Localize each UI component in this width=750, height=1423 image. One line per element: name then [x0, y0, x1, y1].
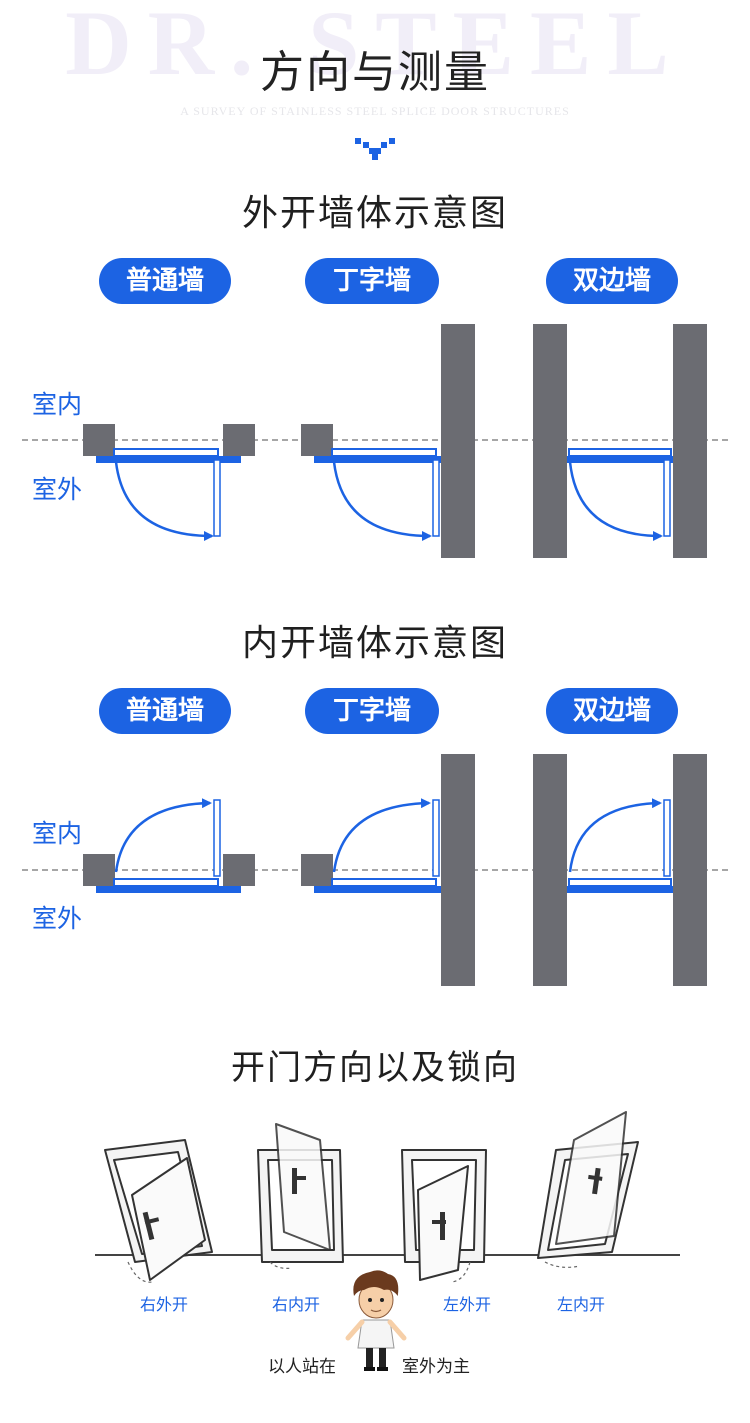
wall-column — [533, 324, 567, 558]
door-leaf — [568, 448, 672, 457]
door-left-inward — [537, 1111, 639, 1268]
door-open — [663, 799, 671, 877]
door-open — [432, 799, 440, 877]
brand-watermark: DR. STEEL — [65, 0, 685, 94]
wall-block — [223, 854, 255, 886]
tab-inward-t-wall[interactable]: 丁字墙 — [305, 688, 439, 734]
wall-block — [83, 854, 115, 886]
door-left-outward — [401, 1149, 487, 1283]
inward-section-title: 内开墙体示意图 — [241, 623, 508, 664]
caption-right-inward: 右内开 — [272, 1295, 321, 1314]
indoor-label: 室内 — [32, 390, 83, 419]
door-leaf — [113, 878, 219, 887]
door-right-outward — [104, 1139, 213, 1283]
wall-block — [83, 424, 115, 456]
swing-arrow — [332, 461, 432, 541]
door-frame — [567, 886, 673, 893]
caption-left-inward: 左内开 — [557, 1295, 606, 1314]
outward-wall-diagram — [22, 324, 728, 558]
outward-section-title: 外开墙体示意图 — [241, 193, 508, 234]
wall-block — [301, 854, 333, 886]
tab-inward-double-wall[interactable]: 双边墙 — [546, 688, 678, 734]
door-leaf — [331, 878, 437, 887]
note-outdoor-basis: 室外为主 — [402, 1357, 470, 1377]
inward-wall-diagram — [22, 754, 728, 986]
door-frame — [567, 456, 673, 463]
door-leaf — [113, 448, 219, 457]
swing-arrow — [568, 461, 663, 541]
swing-arrow — [114, 798, 212, 873]
door-leaf — [331, 448, 437, 457]
door-open — [432, 459, 440, 537]
tab-inward-ordinary-wall[interactable]: 普通墙 — [99, 688, 231, 734]
swing-arrow — [114, 461, 214, 541]
page-title: 方向与测量 — [260, 47, 490, 98]
door-direction-illustration — [95, 1111, 680, 1283]
door-direction-title: 开门方向以及锁向 — [231, 1048, 519, 1088]
wall-block — [301, 424, 333, 456]
door-right-inward — [257, 1123, 344, 1269]
caption-left-outward: 左外开 — [443, 1295, 492, 1314]
page-subtitle: A SURVEY OF STAINLESS STEEL SPLICE DOOR … — [180, 104, 570, 118]
door-leaf — [568, 878, 672, 887]
door-frame — [314, 886, 441, 893]
tab-outward-ordinary-wall[interactable]: 普通墙 — [99, 258, 231, 304]
outdoor-label: 室外 — [32, 904, 83, 933]
wall-column — [441, 754, 475, 986]
swing-arrow — [568, 798, 662, 873]
wall-block — [223, 424, 255, 456]
wall-column — [673, 324, 707, 558]
wall-column — [673, 754, 707, 986]
door-open — [213, 799, 221, 877]
door-frame — [96, 456, 241, 463]
caption-right-outward: 右外开 — [140, 1295, 189, 1314]
indoor-label: 室内 — [32, 819, 83, 848]
note-person-stand: 以人站在 — [268, 1357, 336, 1377]
door-frame — [314, 456, 441, 463]
swing-arrow — [332, 798, 431, 873]
outdoor-label: 室外 — [32, 475, 83, 504]
door-frame — [96, 886, 241, 893]
tab-outward-double-wall[interactable]: 双边墙 — [546, 258, 678, 304]
chevron-down-icon — [355, 138, 395, 160]
door-open — [213, 459, 221, 537]
door-open — [663, 459, 671, 537]
person-icon — [345, 1270, 407, 1371]
wall-column — [441, 324, 475, 558]
wall-column — [533, 754, 567, 986]
tab-outward-t-wall[interactable]: 丁字墙 — [305, 258, 439, 304]
